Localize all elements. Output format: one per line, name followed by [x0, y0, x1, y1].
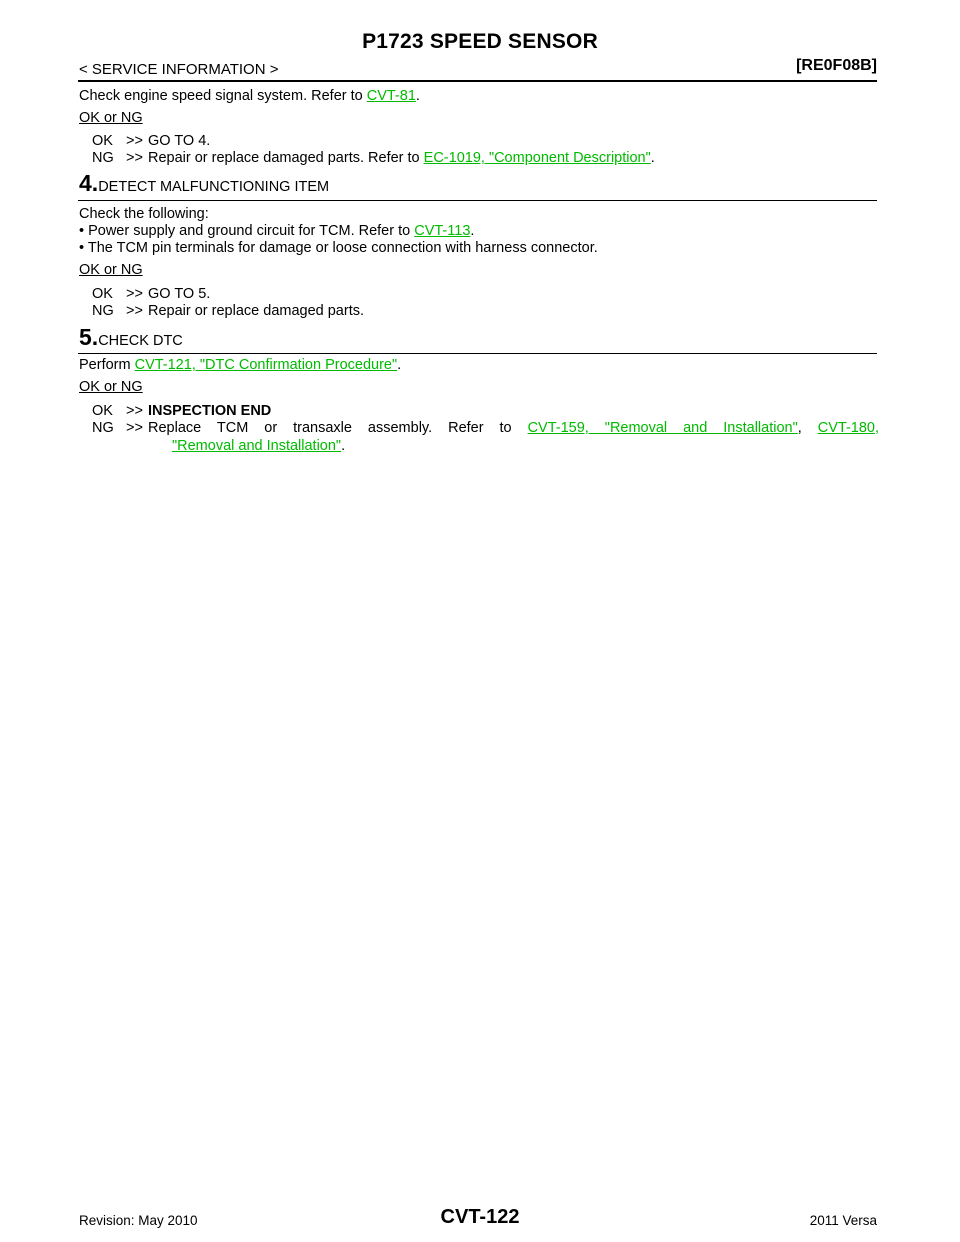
- link-cvt-81[interactable]: CVT-81: [366, 88, 416, 104]
- step5-ok-response: OK>>INSPECTION END: [92, 403, 272, 419]
- step4-title: DETECT MALFUNCTIONING ITEM: [98, 179, 330, 195]
- revision-date: Revision: May 2010: [79, 1213, 198, 1228]
- link-cvt-180[interactable]: CVT-180,: [817, 420, 879, 436]
- page-number: CVT-122: [440, 1206, 520, 1228]
- link-cvt-159[interactable]: CVT-159, "Removal and Installation": [527, 420, 798, 436]
- vehicle-model: 2011 Versa: [809, 1213, 877, 1228]
- step3-instruction: Check engine speed signal system. Refer …: [79, 88, 420, 104]
- step5-ng-response: NG>> Replace TCM or transaxle assembly. …: [92, 420, 879, 436]
- link-cvt-121[interactable]: CVT-121, "DTC Confirmation Procedure": [134, 357, 398, 373]
- step3-ok-ng-label: OK or NG: [79, 110, 143, 126]
- step4-bullet-1: • Power supply and ground circuit for TC…: [79, 223, 475, 239]
- link-cvt-113[interactable]: CVT-113: [414, 223, 471, 239]
- link-cvt-180-removal[interactable]: "Removal and Installation": [172, 438, 342, 454]
- step4-divider: [78, 200, 877, 201]
- step4-ok-response: OK>>GO TO 5.: [92, 286, 211, 302]
- step4-ng-response: NG>>Repair or replace damaged parts.: [92, 303, 365, 319]
- header-divider: [78, 80, 877, 82]
- step3-ng-response: NG>>Repair or replace damaged parts. Ref…: [92, 150, 655, 166]
- breadcrumb: < SERVICE INFORMATION >: [79, 61, 279, 78]
- step3-instruction-text: Check engine speed signal system. Refer …: [79, 88, 367, 104]
- step3-ok-response: OK>>GO TO 4.: [92, 133, 211, 149]
- step5-ok-ng-label: OK or NG: [79, 379, 143, 395]
- step5-heading: 5.CHECK DTC: [79, 324, 183, 351]
- page-title: P1723 SPEED SENSOR: [362, 30, 598, 53]
- step4-number: 4.: [79, 170, 99, 196]
- link-ec-1019[interactable]: EC-1019, "Component Description": [423, 150, 651, 166]
- step5-number: 5.: [79, 324, 99, 350]
- step5-title: CHECK DTC: [98, 333, 183, 349]
- model-code-tag: [RE0F08B]: [796, 57, 877, 74]
- step4-intro: Check the following:: [79, 206, 209, 222]
- step5-divider: [78, 353, 877, 354]
- step4-heading: 4.DETECT MALFUNCTIONING ITEM: [79, 170, 329, 197]
- step4-ok-ng-label: OK or NG: [79, 262, 143, 278]
- step4-bullet-2: • The TCM pin terminals for damage or lo…: [79, 240, 598, 256]
- step5-perform: Perform CVT-121, "DTC Confirmation Proce…: [79, 357, 402, 373]
- step5-ng-continuation: "Removal and Installation".: [172, 438, 346, 454]
